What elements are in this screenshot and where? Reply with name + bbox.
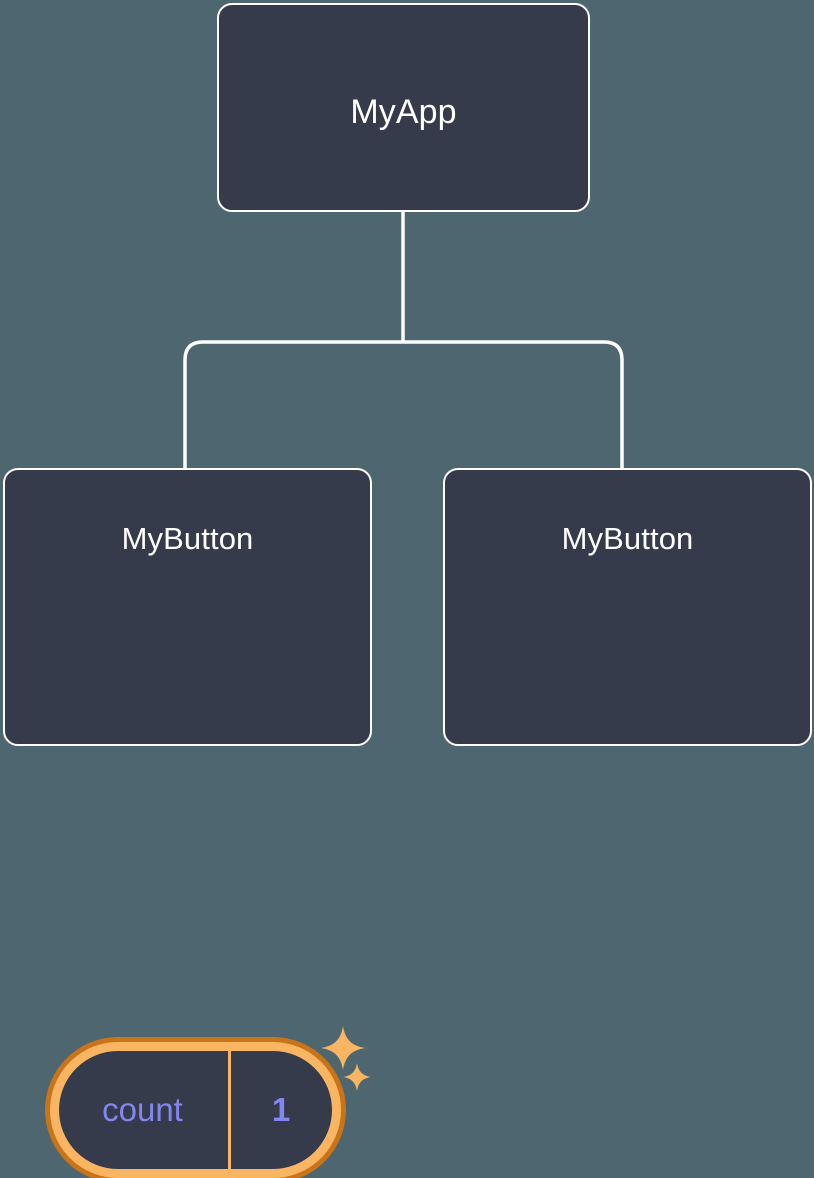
state-badge-left-key: count bbox=[59, 1051, 231, 1169]
component-node-child-right[interactable]: MyButton count 0 bbox=[443, 468, 812, 746]
component-node-child-left-label: MyButton bbox=[121, 521, 254, 556]
component-node-child-left[interactable]: MyButton count 1 bbox=[3, 468, 372, 1178]
component-node-root-label: MyApp bbox=[350, 93, 457, 131]
component-node-root[interactable]: MyApp bbox=[217, 3, 590, 212]
connector-lines bbox=[183, 212, 624, 468]
component-node-child-right-label: MyButton bbox=[561, 521, 694, 556]
connector-branch-bar bbox=[183, 340, 624, 468]
diagram-canvas: MyApp MyButton count 1 MyButton count 0 bbox=[3, 3, 812, 1178]
sparkle-icon-small bbox=[343, 1063, 371, 1091]
state-badge-left[interactable]: count 1 bbox=[50, 1042, 341, 1178]
state-badge-left-value: 1 bbox=[271, 1091, 291, 1128]
